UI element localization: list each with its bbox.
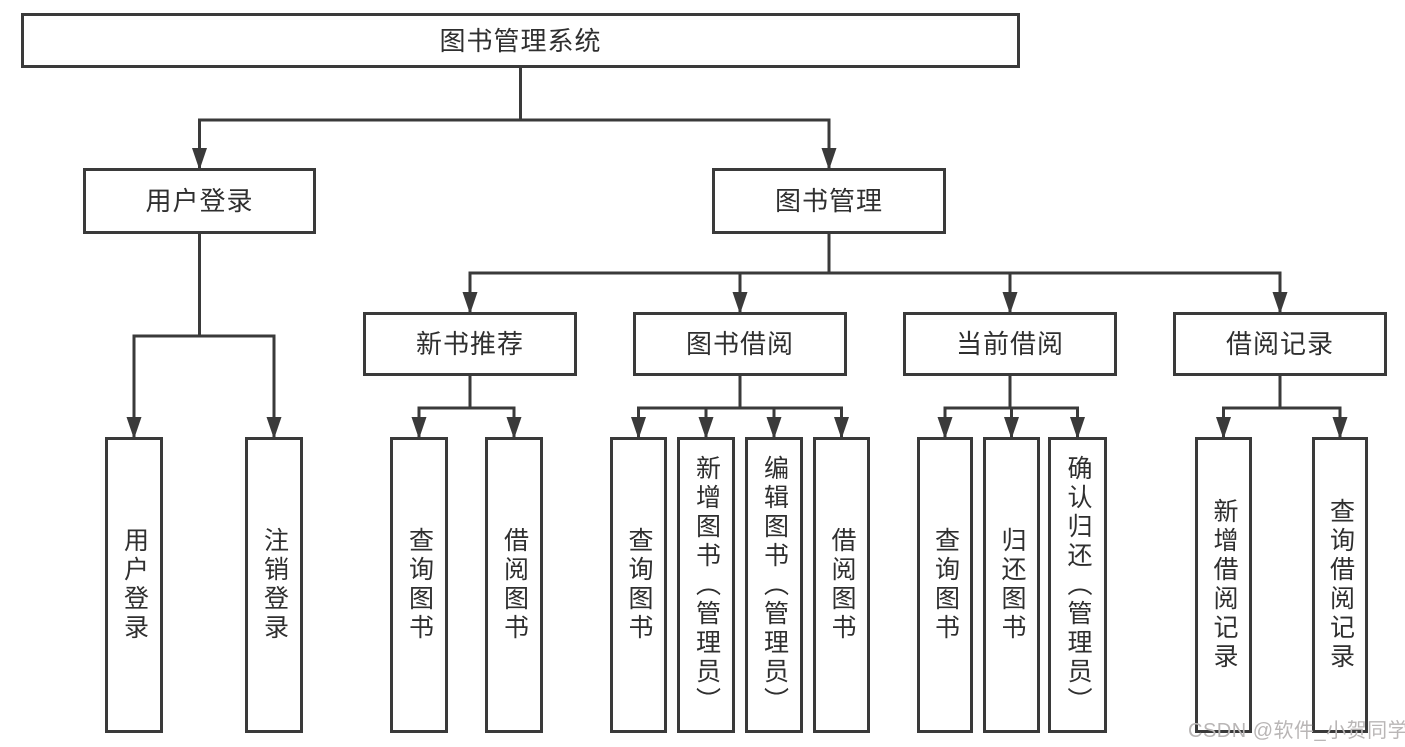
node-label: 用户登录 xyxy=(120,527,149,643)
node-br-add-record: 新增借阅记录 xyxy=(1195,437,1252,733)
arrowhead-icon xyxy=(1272,292,1288,314)
node-br-query-record: 查询借阅记录 xyxy=(1312,437,1368,733)
node-bb-edit-books-admin: 编辑图书（管理员） xyxy=(745,437,803,733)
node-bb-borrow-books: 借阅图书 xyxy=(813,437,870,733)
node-label: 用户登录 xyxy=(145,186,254,216)
node-book-borrowing: 图书借阅 xyxy=(633,312,847,376)
node-logout: 注销登录 xyxy=(245,437,303,733)
node-cb-return-books: 归还图书 xyxy=(983,437,1040,733)
arrowhead-icon xyxy=(834,417,849,439)
node-label: 图书借阅 xyxy=(685,329,794,359)
node-book-management: 图书管理 xyxy=(712,168,946,234)
node-label: 借阅图书 xyxy=(500,527,529,643)
arrowhead-icon xyxy=(1004,417,1019,439)
node-label: 图书管理 xyxy=(774,186,883,216)
node-label: 当前借阅 xyxy=(955,329,1064,359)
arrowhead-icon xyxy=(821,148,837,170)
node-label: 查询图书 xyxy=(405,527,434,643)
node-label: 确认归还（管理员） xyxy=(1064,454,1092,716)
node-label: 新增图书（管理员） xyxy=(692,454,721,716)
node-current-borrowing: 当前借阅 xyxy=(903,312,1117,376)
node-new-book-recommend: 新书推荐 xyxy=(363,312,577,376)
node-bb-query-books: 查询图书 xyxy=(610,437,667,733)
arrowhead-icon xyxy=(732,292,748,314)
arrowhead-icon xyxy=(266,417,282,439)
arrowhead-icon xyxy=(1002,292,1018,314)
arrowhead-icon xyxy=(766,417,782,439)
node-label: 图书管理系统 xyxy=(439,25,602,56)
node-user-login: 用户登录 xyxy=(83,168,316,234)
node-bb-add-books-admin: 新增图书（管理员） xyxy=(677,437,735,733)
arrowhead-icon xyxy=(1216,417,1231,439)
node-cb-confirm-return-admin: 确认归还（管理员） xyxy=(1048,437,1107,733)
node-login: 用户登录 xyxy=(105,437,163,733)
node-label: 新书推荐 xyxy=(415,329,524,359)
node-borrow-records: 借阅记录 xyxy=(1173,312,1387,376)
node-label: 查询图书 xyxy=(931,527,960,643)
arrowhead-icon xyxy=(1070,417,1085,439)
arrowhead-icon xyxy=(462,292,478,314)
arrowhead-icon xyxy=(126,417,142,439)
node-label: 查询借阅记录 xyxy=(1326,498,1355,672)
node-nbr-borrow-books: 借阅图书 xyxy=(485,437,543,733)
node-label: 编辑图书（管理员） xyxy=(760,454,789,716)
arrowhead-icon xyxy=(937,417,953,439)
arrowhead-icon xyxy=(1332,417,1348,439)
arrowhead-icon xyxy=(631,417,646,439)
node-label: 借阅记录 xyxy=(1225,329,1334,359)
arrowhead-icon xyxy=(506,417,522,439)
arrowhead-icon xyxy=(192,148,207,170)
node-library-system: 图书管理系统 xyxy=(21,13,1020,68)
node-label: 查询图书 xyxy=(625,527,653,643)
node-cb-query-books: 查询图书 xyxy=(917,437,973,733)
node-label: 归还图书 xyxy=(998,527,1026,643)
node-nbr-query-books: 查询图书 xyxy=(390,437,448,733)
node-label: 借阅图书 xyxy=(828,527,856,643)
node-label: 新增借阅记录 xyxy=(1210,498,1238,672)
arrowhead-icon xyxy=(698,417,714,439)
arrowhead-icon xyxy=(411,417,427,439)
node-label: 注销登录 xyxy=(260,527,289,643)
